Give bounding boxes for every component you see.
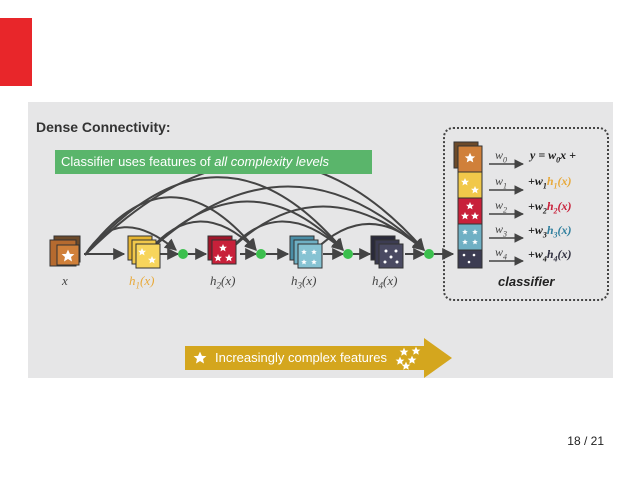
concat-node xyxy=(178,249,188,259)
h2-feature-stack xyxy=(207,235,237,265)
slide-accent-bar xyxy=(0,18,32,86)
weight-w4: w4 xyxy=(495,245,508,262)
weight-w0: w0 xyxy=(495,148,508,165)
page-number: 18 / 21 xyxy=(567,434,604,448)
h4-feature-stack xyxy=(370,235,404,269)
equation-term-2: +w2h2(x) xyxy=(528,199,572,216)
equation-term-1: +w1h1(x) xyxy=(528,174,572,191)
classifier-feature-stack xyxy=(453,141,483,269)
h3-label: h3(x) xyxy=(291,273,317,291)
classifier-note-banner: Classifier uses features of all complexi… xyxy=(55,150,372,174)
weight-w3: w3 xyxy=(495,222,508,239)
classifier-label: classifier xyxy=(498,274,555,289)
x-label: x xyxy=(62,273,68,288)
classifier-note-text: Classifier uses features of all complexi… xyxy=(61,154,330,169)
equation-term-3: +w3h3(x) xyxy=(528,223,572,240)
arc-x-c3 xyxy=(84,176,344,256)
concat-node xyxy=(343,249,353,259)
equation-term-0: y = w0x + xyxy=(530,148,577,165)
arc-h1-c4 xyxy=(147,185,425,253)
figure-title: Dense Connectivity: xyxy=(36,119,171,135)
arc-x-c2 xyxy=(84,196,257,256)
input-image-stack xyxy=(49,235,81,267)
arc-h3-c4 xyxy=(312,223,425,253)
equation-term-4: +w4h4(x) xyxy=(528,247,572,264)
concat-node xyxy=(256,249,266,259)
h4-label: h4(x) xyxy=(372,273,398,291)
h1-label: h1(x) xyxy=(129,273,155,291)
h3-feature-stack xyxy=(289,235,323,269)
classifier-arrows xyxy=(489,159,524,266)
concat-nodes xyxy=(178,249,434,259)
weight-w1: w1 xyxy=(495,174,508,191)
figure-panel: Dense Connectivity: xyxy=(28,102,613,378)
complexity-arrow-label: Increasingly complex features xyxy=(215,350,387,365)
h2-label: h2(x) xyxy=(210,273,236,291)
complexity-arrow xyxy=(185,338,452,378)
classifier-box xyxy=(443,127,609,301)
h1-feature-stack xyxy=(127,235,161,269)
concat-node xyxy=(424,249,434,259)
weight-w2: w2 xyxy=(495,198,508,215)
